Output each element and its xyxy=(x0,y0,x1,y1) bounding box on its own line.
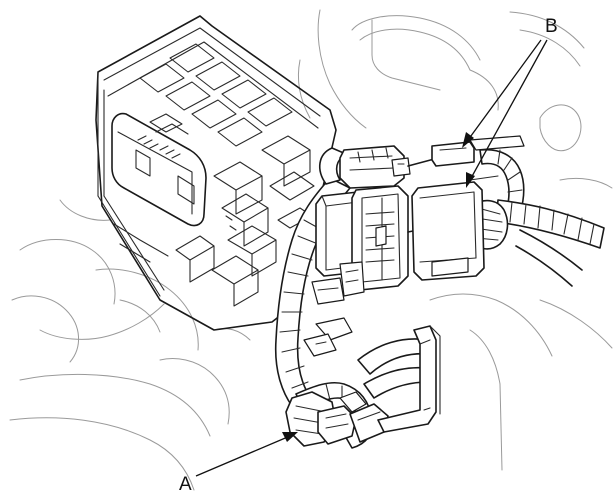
callout-a-label: A xyxy=(179,474,192,495)
callout-b-arrowhead-2 xyxy=(466,172,475,188)
callout-a-leader xyxy=(195,435,291,477)
callout-b-label: B xyxy=(545,16,558,37)
background-structure xyxy=(9,9,613,491)
upper-small-connector xyxy=(339,145,439,189)
callout-b-leader-1 xyxy=(467,39,542,141)
connector-module-b xyxy=(411,135,525,281)
callout-b: B xyxy=(462,16,558,188)
main-connector-block xyxy=(311,185,419,305)
callout-a: A xyxy=(179,432,298,495)
harness-bracket xyxy=(303,317,441,433)
lower-connector-a xyxy=(285,391,389,447)
callout-a-arrowhead xyxy=(282,432,298,442)
fuse-relay-box xyxy=(95,15,337,331)
callout-b-leader-2 xyxy=(469,39,548,181)
callout-b-arrowhead-1 xyxy=(462,132,474,148)
